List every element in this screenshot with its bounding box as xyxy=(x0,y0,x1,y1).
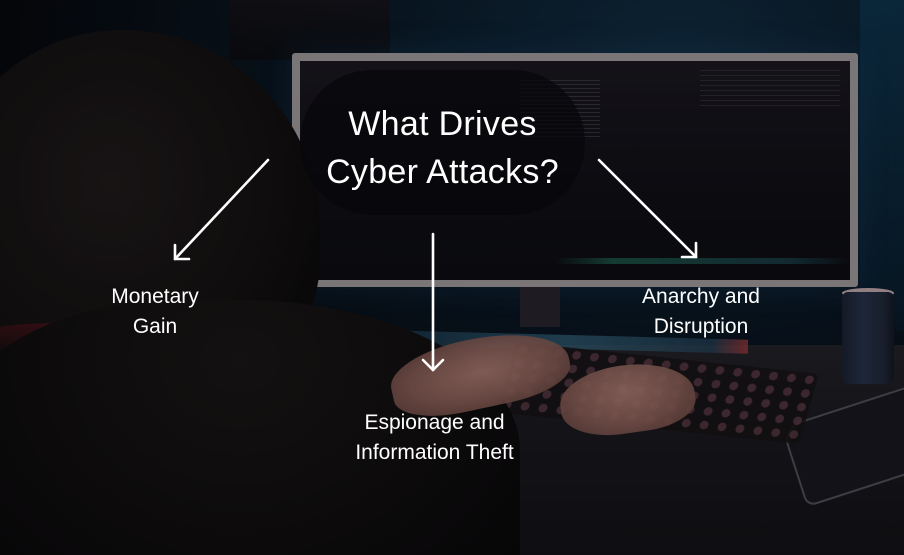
page-title: What Drives Cyber Attacks? xyxy=(300,100,585,196)
screen-glow-line xyxy=(555,258,850,264)
motive-espionage: Espionage and Information Theft xyxy=(322,408,547,468)
title-bubble xyxy=(300,70,585,215)
motive-label-line-2: Information Theft xyxy=(355,441,514,464)
screen-code-text-2 xyxy=(700,70,840,110)
motive-label-line-2: Gain xyxy=(132,315,178,338)
motive-label-line-1: Monetary xyxy=(111,285,199,308)
motive-label-line-2: Disruption xyxy=(653,315,749,338)
motive-label-line-1: Espionage and xyxy=(364,411,505,434)
title-line-1: What Drives xyxy=(348,105,537,143)
arrow-down-icon xyxy=(421,232,445,372)
motive-label-line-1: Anarchy and xyxy=(642,285,760,308)
drink-can xyxy=(842,292,894,384)
background-wall-panel xyxy=(230,0,390,60)
background-wall-right xyxy=(860,0,904,330)
motive-monetary-gain: Monetary Gain xyxy=(80,282,230,342)
monitor-stand xyxy=(520,287,560,327)
title-line-2: Cyber Attacks? xyxy=(326,153,559,191)
arrow-down-right-icon xyxy=(597,158,698,259)
arrow-down-left-icon xyxy=(173,158,270,261)
motive-anarchy: Anarchy and Disruption xyxy=(610,282,792,342)
